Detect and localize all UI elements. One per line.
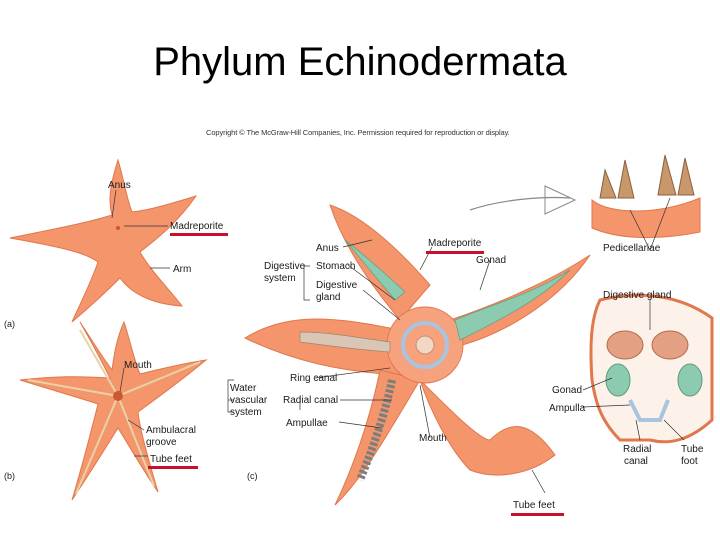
label-digestive-gland-2: gland (316, 292, 340, 303)
label-anus-a: Anus (108, 180, 131, 191)
label-pedicellariae: Pedicellariae (603, 243, 661, 254)
label-tube-feet-b: Tube feet (150, 454, 192, 465)
label-water-vascular-3: system (230, 407, 262, 418)
tube-feet-b-underline (148, 466, 198, 469)
arm-cross-section-inset (591, 295, 712, 442)
label-digestive-system-2: system (264, 273, 296, 284)
panel-label-b: (b) (4, 471, 15, 481)
zoom-arrow-head (545, 186, 575, 214)
sea-star-dissected (245, 205, 590, 505)
label-digestive-system-1: Digestive (264, 261, 306, 272)
label-radial-canal-inset-1: Radial (623, 444, 651, 455)
madreporite-zoom-arrow (470, 198, 570, 211)
label-madreporite-a: Madreporite (170, 221, 224, 232)
label-ring-canal: Ring canal (290, 373, 337, 384)
label-digestive-gland-1: Digestive (316, 280, 358, 291)
label-gonad-c: Gonad (476, 255, 506, 266)
label-water-vascular-2: vascular (230, 395, 268, 406)
label-gonad-inset: Gonad (552, 385, 582, 396)
label-ampulla: Ampulla (549, 403, 586, 414)
label-tube-foot-2: foot (681, 456, 698, 467)
label-digestive-gland-inset: Digestive gland (603, 290, 671, 301)
label-stomach: Stomach (316, 261, 355, 272)
label-anus-c: Anus (316, 243, 339, 254)
madreporite-c-underline (426, 251, 484, 254)
tube-feet-c-underline (511, 513, 564, 516)
label-tube-foot-1: Tube (681, 444, 704, 455)
label-ambulacral-2: groove (146, 437, 177, 448)
label-madreporite-c: Madreporite (428, 238, 482, 249)
label-ampullae: Ampullae (286, 418, 328, 429)
label-ambulacral-1: Ambulacral (146, 425, 196, 436)
label-mouth-c: Mouth (419, 433, 447, 444)
label-arm: Arm (173, 264, 191, 275)
pedicellariae-inset (592, 155, 700, 238)
label-mouth-b: Mouth (124, 360, 152, 371)
sea-star-oral-view (20, 322, 206, 500)
panel-label-c: (c) (247, 471, 258, 481)
madreporite-a-underline (170, 233, 228, 236)
panel-label-a: (a) (4, 319, 15, 329)
label-tube-feet-c: Tube feet (513, 500, 555, 511)
label-water-vascular-1: Water (230, 383, 257, 394)
sea-star-aboral-view (10, 160, 196, 322)
label-radial-canal: Radial canal (283, 395, 338, 406)
label-radial-canal-inset-2: canal (624, 456, 648, 467)
